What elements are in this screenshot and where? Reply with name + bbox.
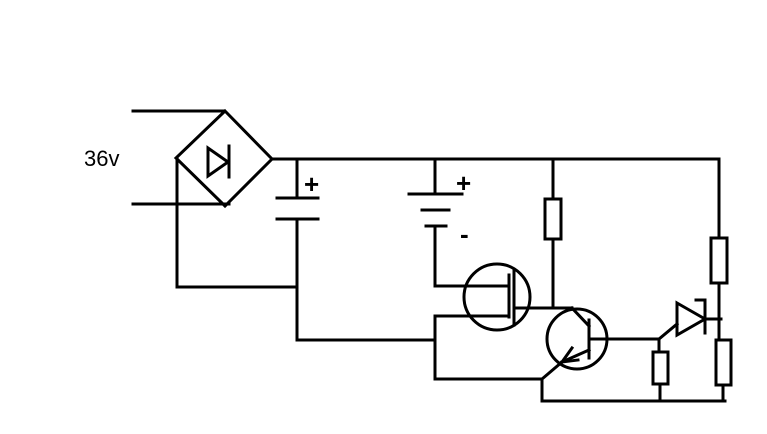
resistor-icon (543, 157, 563, 310)
mosfet-icon (433, 262, 544, 381)
zener-diode-icon (656, 298, 723, 342)
negative-return-wire (175, 156, 299, 289)
capacitor-icon (275, 157, 437, 342)
upper-right-resistor-icon (709, 157, 729, 342)
battery-icon (407, 157, 467, 288)
ac-input-wires (131, 109, 231, 206)
transistor-icon (512, 305, 727, 403)
capacitor-plus-sign: + (304, 169, 319, 199)
battery-minus-sign: - (460, 219, 469, 249)
lower-left-resistor-icon (651, 337, 670, 403)
input-voltage-label: 36v (84, 146, 119, 171)
lower-right-resistor-icon (714, 338, 733, 403)
bridge-rectifier-icon (173, 108, 275, 209)
battery-plus-sign: + (456, 168, 471, 198)
